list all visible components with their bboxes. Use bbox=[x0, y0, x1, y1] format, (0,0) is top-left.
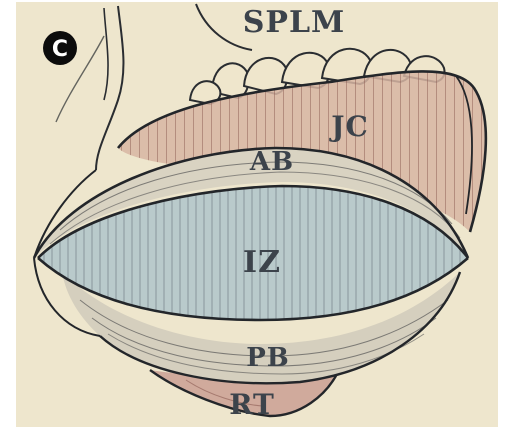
label-splm: SPLM bbox=[243, 5, 346, 40]
panel-letter-badge: C bbox=[43, 31, 77, 65]
label-ab: AB bbox=[249, 147, 294, 177]
label-rt: RT bbox=[229, 388, 275, 421]
label-iz: IZ bbox=[243, 245, 281, 280]
label-pb: PB bbox=[246, 343, 290, 373]
label-jc: JC bbox=[328, 110, 369, 143]
panel-letter: C bbox=[52, 37, 68, 62]
